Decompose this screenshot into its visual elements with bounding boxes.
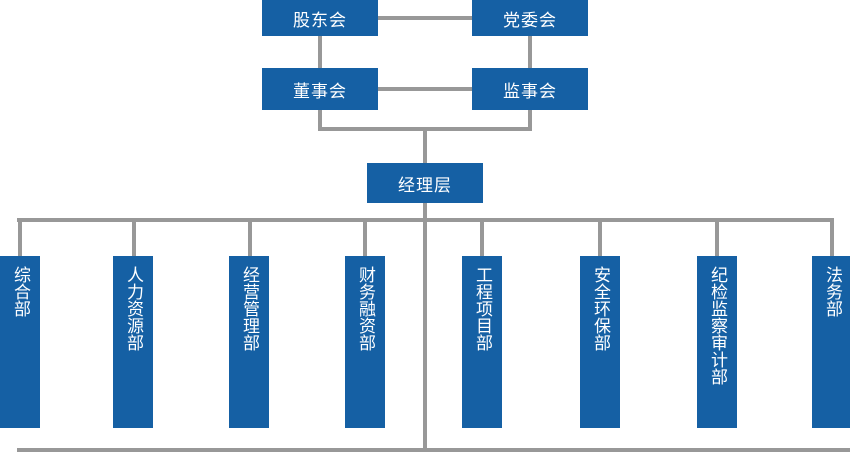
connector-management-spine	[423, 203, 427, 452]
node-business-management-label: 经营管理部	[240, 266, 260, 351]
node-party-committee[interactable]: 党委会	[472, 0, 588, 36]
node-board-of-directors[interactable]: 董事会	[262, 68, 378, 110]
connector-shareholders-to-directors	[318, 36, 322, 68]
bottom-divider	[17, 448, 850, 452]
node-board-of-directors-label: 董事会	[293, 81, 347, 101]
connector-bus-to-dept-8	[830, 218, 834, 256]
node-general-office-label: 综合部	[11, 266, 31, 317]
node-business-management[interactable]: 经营管理部	[229, 256, 269, 428]
node-human-resources[interactable]: 人力资源部	[113, 256, 153, 428]
node-shareholders[interactable]: 股东会	[262, 0, 378, 36]
connector-bus-to-dept-7	[715, 218, 719, 256]
node-legal-affairs[interactable]: 法务部	[812, 256, 850, 428]
connector-bus-to-management	[423, 127, 427, 163]
node-discipline-inspection-audit[interactable]: 纪检监察审计部	[697, 256, 737, 428]
connector-bus-to-dept-3	[248, 218, 252, 256]
connector-supervisors-down	[528, 110, 532, 131]
node-management-level[interactable]: 经理层	[367, 163, 483, 203]
node-board-of-supervisors-label: 监事会	[503, 81, 557, 101]
node-shareholders-label: 股东会	[293, 10, 347, 30]
node-legal-affairs-label: 法务部	[823, 266, 843, 317]
connector-bus-to-dept-2	[132, 218, 136, 256]
connector-shareholders-to-party	[378, 16, 472, 20]
node-engineering-project-label: 工程项目部	[473, 266, 493, 351]
connector-bus-to-dept-4	[363, 218, 367, 256]
node-discipline-inspection-audit-label: 纪检监察审计部	[708, 266, 728, 385]
node-engineering-project[interactable]: 工程项目部	[462, 256, 502, 428]
node-human-resources-label: 人力资源部	[124, 266, 144, 351]
node-finance-financing-label: 财务融资部	[356, 266, 376, 351]
node-party-committee-label: 党委会	[503, 10, 557, 30]
node-safety-environment-label: 安全环保部	[591, 266, 611, 351]
node-finance-financing[interactable]: 财务融资部	[345, 256, 385, 428]
connector-bus-to-dept-6	[598, 218, 602, 256]
connector-bus-to-dept-1	[18, 218, 22, 256]
connector-bus-to-dept-5	[480, 218, 484, 256]
node-safety-environment[interactable]: 安全环保部	[580, 256, 620, 428]
connector-party-to-supervisors	[528, 36, 532, 68]
node-board-of-supervisors[interactable]: 监事会	[472, 68, 588, 110]
node-general-office[interactable]: 综合部	[0, 256, 40, 428]
connector-directors-down	[318, 110, 322, 131]
connector-directors-to-supervisors	[378, 87, 472, 91]
connector-department-bus	[17, 218, 832, 222]
node-management-level-label: 经理层	[398, 175, 452, 195]
